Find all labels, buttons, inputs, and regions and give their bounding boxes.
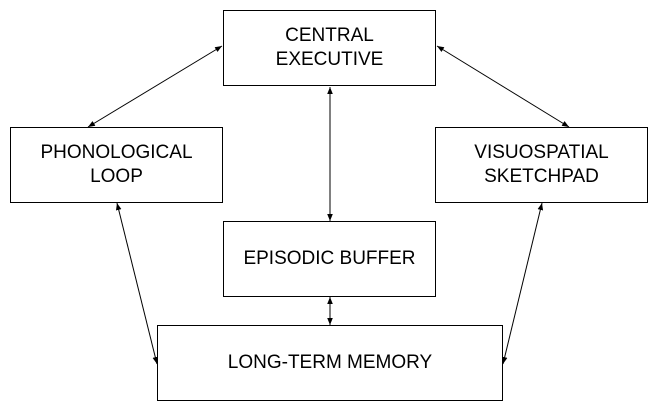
arrow-phonological-to-ltm [115,202,159,365]
long-term-memory-box: LONG-TERM MEMORY [157,325,503,401]
visuospatial-sketchpad-box: VISUOSPATIAL SKETCHPAD [435,127,648,203]
episodic-buffer-box: EPISODIC BUFFER [223,221,436,297]
long-term-memory-label: LONG-TERM MEMORY [227,352,433,373]
episodic-buffer-label: EPISODIC BUFFER [243,248,416,269]
visuospatial-sketchpad-label-line2: SKETCHPAD [484,166,599,187]
phonological-loop-box: PHONOLOGICAL LOOP [10,127,223,203]
visuospatial-sketchpad-label-line1: VISUOSPATIAL [474,142,609,163]
phonological-loop-label-line1: PHONOLOGICAL [40,142,193,163]
phonological-loop-label-line2: LOOP [90,166,143,187]
central-executive-label-line2: EXECUTIVE [275,49,384,70]
central-executive-label-line1: CENTRAL [285,25,374,46]
arrow-central-to-visuospatial [436,45,570,128]
central-executive-box: CENTRAL EXECUTIVE [223,10,436,86]
arrow-central-to-phonological [87,45,223,128]
arrow-visuospatial-to-ltm [501,202,544,365]
